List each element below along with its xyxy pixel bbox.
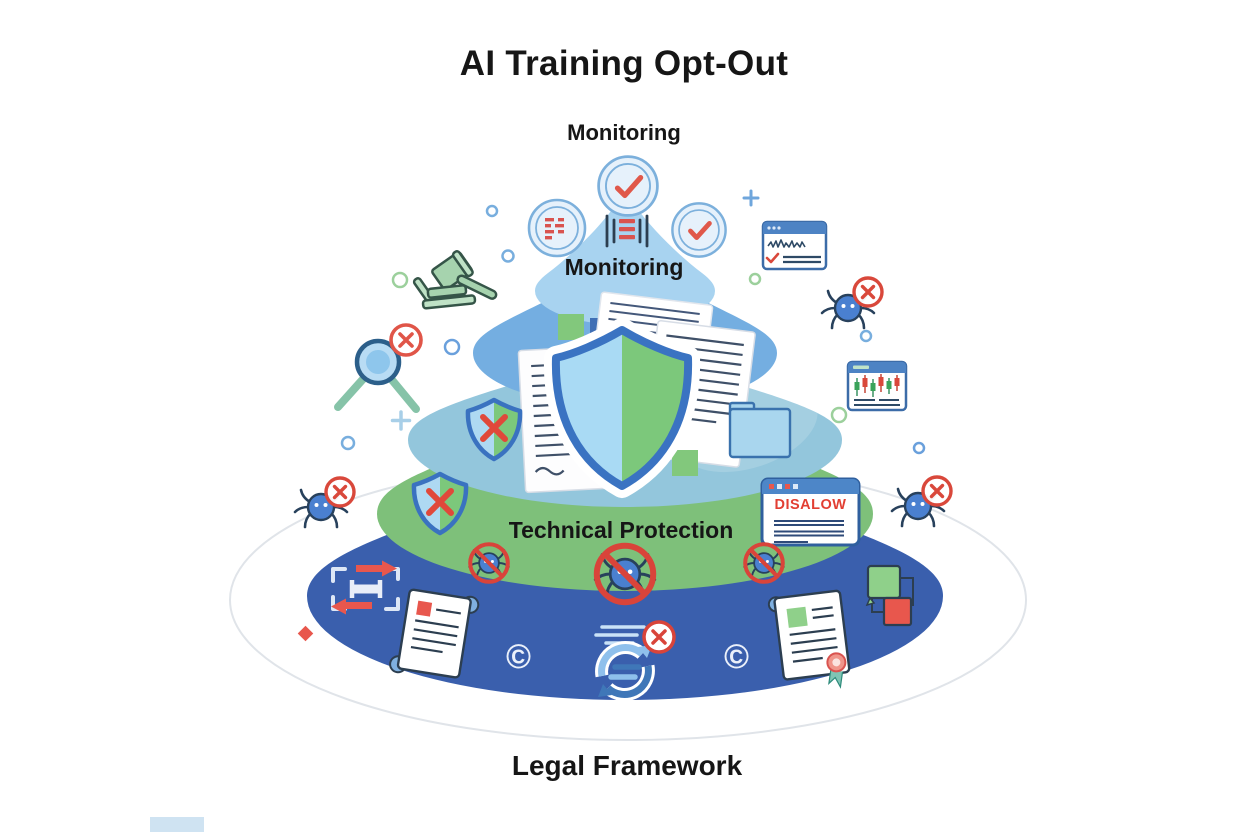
tier-label-technical-protection: Technical Protection <box>508 517 734 543</box>
spider-block-icon <box>820 276 884 330</box>
data-transfer-icon <box>331 560 400 615</box>
search-block-icon <box>334 323 423 413</box>
folder-icon <box>728 401 792 459</box>
flowchart-icon <box>865 564 914 627</box>
sync-block-icon <box>594 620 676 701</box>
copyright-icon: © <box>506 638 532 676</box>
analytics-window-icon <box>761 220 828 271</box>
tier-label-monitoring: Monitoring <box>564 254 684 280</box>
check-badge-icon <box>671 202 727 258</box>
caption-monitoring-top: Monitoring <box>567 120 681 145</box>
robots-disallow-text: DISALOW <box>774 497 847 513</box>
checklist-badge-icon <box>527 198 587 258</box>
shield-document-icon <box>517 291 792 498</box>
log-list-icon <box>605 214 649 248</box>
candlestick-window-icon <box>846 360 908 412</box>
copyright-icon: © <box>724 638 750 676</box>
robots-disallow-window-icon <box>760 477 861 547</box>
decor-marks <box>297 189 926 642</box>
scroll-document-icon <box>389 588 480 679</box>
check-badge-icon <box>597 155 659 217</box>
page-title: AI Training Opt-Out <box>459 44 789 83</box>
certificate-icon <box>767 589 851 689</box>
tier-monitoring-cone <box>535 190 715 325</box>
shield-right-half <box>622 330 689 486</box>
corner-decor <box>150 817 204 832</box>
caption-legal-framework: Legal Framework <box>511 750 743 781</box>
gavel-icon <box>412 250 498 310</box>
